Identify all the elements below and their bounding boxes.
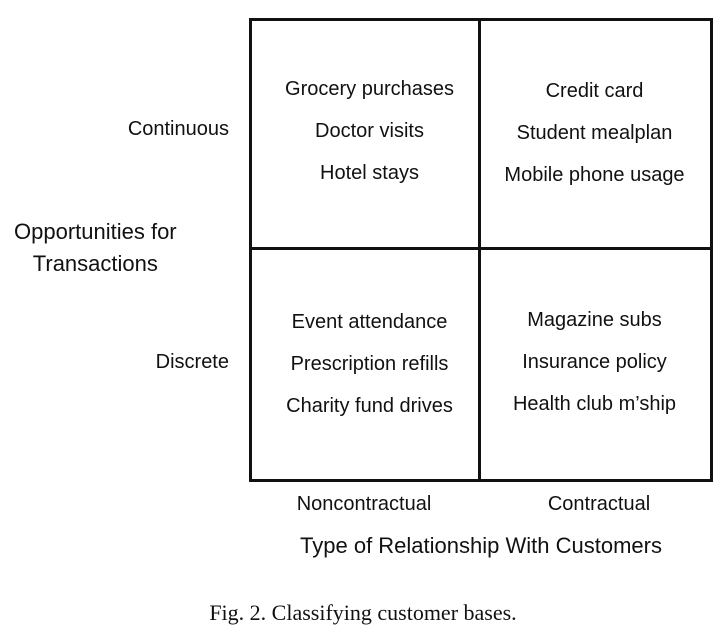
- quadrant-item: Prescription refills: [290, 353, 449, 375]
- y-axis-title: Opportunities for Transactions: [14, 216, 177, 280]
- quadrant-continuous-noncontractual: Grocery purchases Doctor visits Hotel st…: [255, 68, 484, 194]
- quadrant-item: Grocery purchases: [285, 78, 454, 100]
- quadrant-continuous-contractual: Credit card Student mealplan Mobile phon…: [480, 70, 709, 196]
- quadrant-item: Hotel stays: [320, 162, 419, 184]
- quadrant-discrete-noncontractual: Event attendance Prescription refills Ch…: [255, 301, 484, 427]
- row-label-discrete: Discrete: [155, 351, 229, 373]
- vertical-divider: [478, 18, 481, 482]
- horizontal-divider: [249, 247, 713, 250]
- quadrant-item: Mobile phone usage: [504, 164, 685, 186]
- quadrant-item: Event attendance: [291, 311, 448, 333]
- quadrant-item: Magazine subs: [527, 309, 662, 331]
- quadrant-grid-frame: [249, 18, 713, 482]
- quadrant-discrete-contractual: Magazine subs Insurance policy Health cl…: [480, 299, 709, 425]
- y-axis-title-line: Transactions: [32, 251, 158, 276]
- row-label-continuous: Continuous: [127, 118, 229, 140]
- column-label-contractual: Contractual: [547, 493, 651, 515]
- quadrant-item: Credit card: [545, 80, 644, 102]
- quadrant-item: Health club m’ship: [512, 393, 677, 415]
- y-axis-title-line: Opportunities for: [14, 219, 177, 244]
- quadrant-item: Student mealplan: [516, 122, 673, 144]
- column-label-noncontractual: Noncontractual: [296, 493, 432, 515]
- quadrant-item: Insurance policy: [522, 351, 667, 373]
- quadrant-item: Charity fund drives: [286, 395, 453, 417]
- quadrant-item: Doctor visits: [315, 120, 424, 142]
- x-axis-title: Type of Relationship With Customers: [300, 533, 662, 558]
- figure-caption: Fig. 2. Classifying customer bases.: [209, 600, 517, 625]
